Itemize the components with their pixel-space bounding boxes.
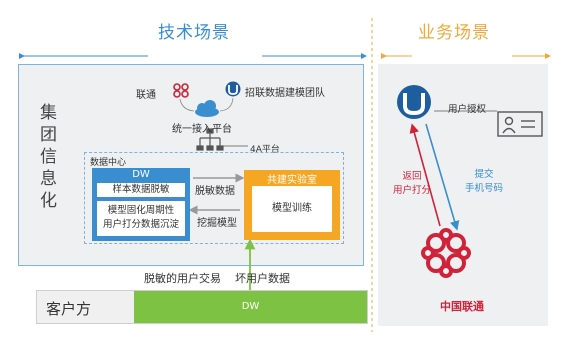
data-center-box <box>84 152 344 244</box>
joint-lab-title: 共建实验室 <box>267 175 317 186</box>
4a-platform-label: 4A平台 <box>250 145 280 155</box>
dw-item-line2: 用户打分数据沉淀 <box>102 219 179 230</box>
return-score-label: 返回 用户打分 <box>385 170 439 198</box>
dw-item-sample-desens: 样本数据脱敏 <box>97 183 185 197</box>
access-platform-label: 统一接入平台 <box>172 124 232 135</box>
modeling-team-label: 招联数据建模团队 <box>245 88 325 99</box>
business-scene-title: 业务场景 <box>418 23 490 43</box>
team-logo-large-icon <box>397 85 431 119</box>
submit-phone-arrow <box>425 123 460 231</box>
client-label: 客户方 <box>46 300 92 318</box>
client-dw-bar: DW <box>134 291 367 323</box>
return-line1: 返回 <box>402 171 422 182</box>
dw-item-line1: 模型固化周期性 <box>107 205 175 216</box>
cloud-icon <box>195 100 219 117</box>
return-score-arrow <box>409 123 441 227</box>
desens-data-label: 脱敏数据 <box>195 186 235 197</box>
china-unicom-name: 中国联通 <box>440 300 484 313</box>
client-data-label: 脱敏的用户交易 坏用户数据 <box>144 272 290 285</box>
return-line2: 用户打分 <box>392 185 431 196</box>
data-center-label: 数据中心 <box>90 158 127 168</box>
tech-scene-title: 技术场景 <box>158 23 230 43</box>
submit-line2: 手机号码 <box>464 183 503 194</box>
unicom-label: 联通 <box>136 90 156 101</box>
dw-title: DW <box>132 169 150 180</box>
unicom-small-icon <box>173 83 189 98</box>
china-unicom-logo-icon <box>421 228 471 278</box>
mine-model-label: 挖掘模型 <box>197 218 237 229</box>
unicom-to-cloud-line <box>179 98 195 112</box>
network-4a-icon <box>196 128 224 151</box>
user-auth-label: 用户授权 <box>448 104 487 115</box>
submit-phone-label: 提交 手机号码 <box>456 168 512 196</box>
id-card-icon <box>497 111 543 137</box>
submit-line1: 提交 <box>474 169 494 180</box>
dw-item-model-solidify: 模型固化周期性 用户打分数据沉淀 <box>97 201 185 236</box>
group-it-label: 集团信息化 <box>40 103 57 211</box>
team-logo-small-icon <box>225 81 241 97</box>
team-to-cloud-line <box>219 97 234 112</box>
model-training-box: 模型训练 <box>252 186 332 232</box>
